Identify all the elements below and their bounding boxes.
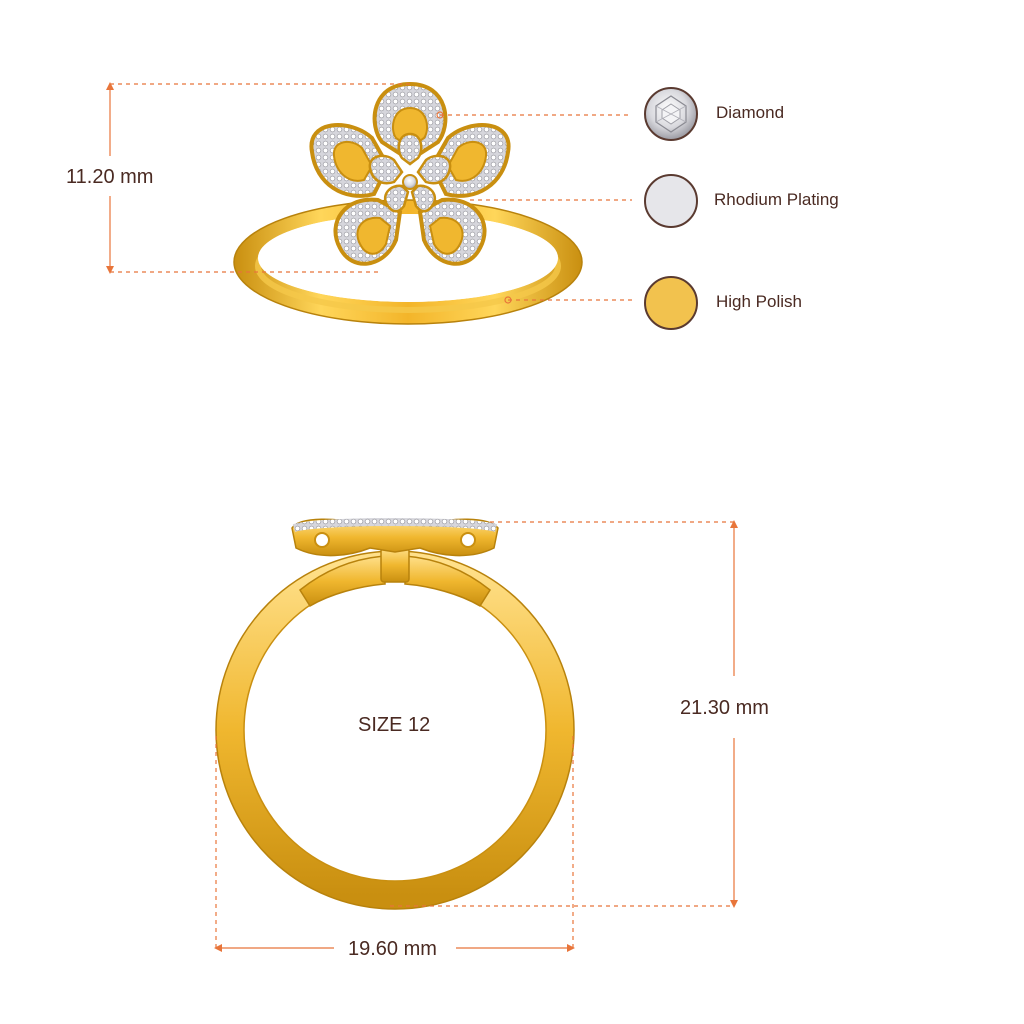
flower-center [368,132,452,213]
label-top-height: 11.20 mm [66,166,153,188]
swatch-diamond [644,87,698,141]
label-ring-size: SIZE 12 [358,714,430,736]
petal-bottom-right-cutout [428,216,464,255]
dimension-guides [109,83,735,949]
ring-front-view [215,518,575,910]
label-material-diamond: Diamond [716,103,784,122]
petal-bottom-left-cutout [356,216,392,255]
swatch-high-polish [644,276,698,330]
flower-petals [309,81,511,266]
label-front-height: 21.30 mm [680,697,769,719]
material-swatches [644,87,698,330]
label-material-high-polish: High Polish [716,292,802,311]
label-front-width: 19.60 mm [348,938,437,960]
dimension-arrowheads [106,82,738,952]
label-material-rhodium: Rhodium Plating [714,190,839,209]
top-band-hole [258,214,558,302]
ring-top-view [233,81,583,325]
front-gallery-post [380,547,410,583]
swatch-rhodium-plating [644,174,698,228]
